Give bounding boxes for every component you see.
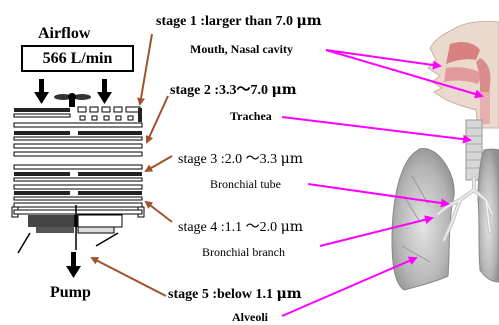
- alveoli-label: Alveoli: [232, 310, 268, 324]
- stage-3-unit: μm: [280, 151, 304, 167]
- stage-1-name: stage 1: [156, 14, 197, 29]
- flow-rate-box: [21, 45, 134, 72]
- head-illustration: [427, 20, 499, 129]
- trachea-arrow: [281, 116, 472, 144]
- stage-4-unit: μm: [280, 219, 304, 235]
- mouth-nasal-arrow: [325, 49, 442, 70]
- down-arrow-icon: [97, 79, 112, 104]
- down-arrow-icon: [34, 79, 49, 104]
- stage-4-range: :1.1 〜2.0: [220, 220, 278, 235]
- stage-2-range: :3.3〜7.0: [214, 83, 268, 98]
- region-arrows: [281, 49, 484, 317]
- bronchial-tube-arrow: [307, 183, 450, 208]
- fan-icon: [54, 93, 91, 107]
- mouth-nasal-label: Mouth, Nasal cavity: [190, 42, 293, 56]
- stage-3-label: stage 3 :2.0 〜3.3 μm: [178, 152, 303, 167]
- stage-4-name: stage 4: [178, 220, 218, 235]
- stage-5-range: :below 1.1: [212, 287, 273, 302]
- alveoli-arrow: [281, 256, 418, 317]
- stage-1-unit: μm: [296, 13, 322, 29]
- stage-3-plate: [13, 164, 143, 182]
- stage-4-plate: [11, 184, 145, 218]
- stage-5-unit: μm: [276, 286, 302, 302]
- stage-4-label: stage 4 :1.1 〜2.0 μm: [178, 220, 303, 235]
- stage-2-plate: [13, 122, 143, 157]
- bronchial-branch-arrow: [319, 215, 434, 247]
- stage-3-arrow: [144, 155, 173, 172]
- stage-5-arrow: [90, 257, 167, 297]
- stage-1-label: stage 1 :larger than 7.0 μm: [156, 14, 322, 29]
- stage-5-name: stage 5: [168, 287, 209, 302]
- stage-4-arrow: [144, 200, 173, 223]
- stage-2-unit: μm: [271, 82, 297, 98]
- stage-3-range: :2.0 〜3.3: [220, 152, 278, 167]
- lungs-illustration: [391, 119, 499, 291]
- stage-1-range: :larger than 7.0: [200, 14, 294, 29]
- stage-5-filter: [17, 205, 123, 254]
- impactor: [11, 45, 145, 278]
- stage-1-arrow: [137, 33, 153, 106]
- mouth-nasal-arrow-2: [325, 49, 484, 99]
- stage-2-label: stage 2 :3.3〜7.0 μm: [170, 83, 297, 98]
- stage-2-arrow: [145, 95, 169, 144]
- stage-2-name: stage 2: [170, 83, 211, 98]
- stage-arrows: [90, 33, 173, 297]
- stage-1-plate: [13, 106, 142, 122]
- bronchial-branch-label: Bronchial branch: [202, 245, 285, 259]
- stage-3-name: stage 3: [178, 152, 218, 167]
- pump-label: Pump: [50, 284, 91, 301]
- bronchial-tube-label: Bronchial tube: [210, 177, 281, 191]
- stage-5-label: stage 5 :below 1.1 μm: [168, 287, 302, 302]
- down-arrow-icon: [66, 252, 81, 278]
- trachea-label: Trachea: [230, 109, 272, 123]
- airflow-label: Airflow: [38, 25, 91, 42]
- flow-rate-value: 566 L/min: [42, 50, 113, 67]
